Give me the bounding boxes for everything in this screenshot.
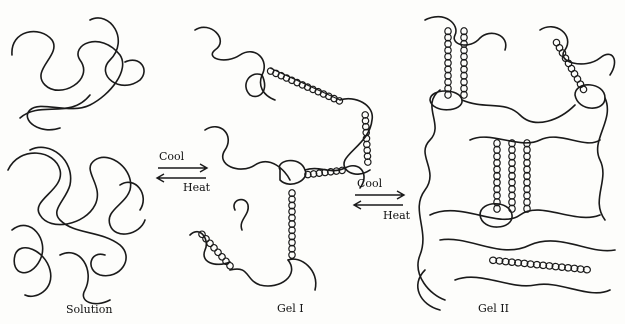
helix-turn	[579, 85, 588, 94]
gel-two-helix-left-b	[461, 28, 467, 99]
gel-two-helix-left-a	[445, 28, 451, 99]
helix-turn	[205, 239, 214, 248]
gel-two-helix-top-right	[552, 38, 588, 94]
gel-two-helix-mid-a	[494, 140, 500, 213]
heat-label-1: Heat	[183, 181, 210, 194]
gel-one-helix-center	[289, 190, 295, 259]
helix-turn	[213, 248, 222, 257]
helix-turn	[225, 261, 234, 270]
cool-label-2: Cool	[357, 177, 382, 190]
gel-two-helix-mid-b	[509, 140, 515, 213]
helix-turn	[335, 97, 343, 105]
solution-label: Solution	[66, 303, 112, 316]
cool-label-1: Cool	[159, 150, 184, 163]
gel-one-label: Gel I	[277, 302, 304, 315]
gel-one-helix-small	[304, 167, 345, 178]
helix-turn	[201, 234, 210, 243]
helix-turn	[209, 243, 218, 252]
heat-label-2: Heat	[383, 209, 410, 222]
gel-two-label: Gel II	[478, 302, 509, 315]
gel-one-helix-lower-left	[197, 230, 234, 271]
gel-two-helix-bottom	[489, 257, 590, 273]
helix-turn	[221, 257, 230, 266]
helix-turn	[217, 252, 226, 261]
gel-two-helix-mid-c	[524, 140, 530, 213]
gel-one-helix-right	[362, 112, 371, 166]
helix-turn	[197, 230, 206, 239]
gel-one-helix-top	[266, 67, 343, 105]
